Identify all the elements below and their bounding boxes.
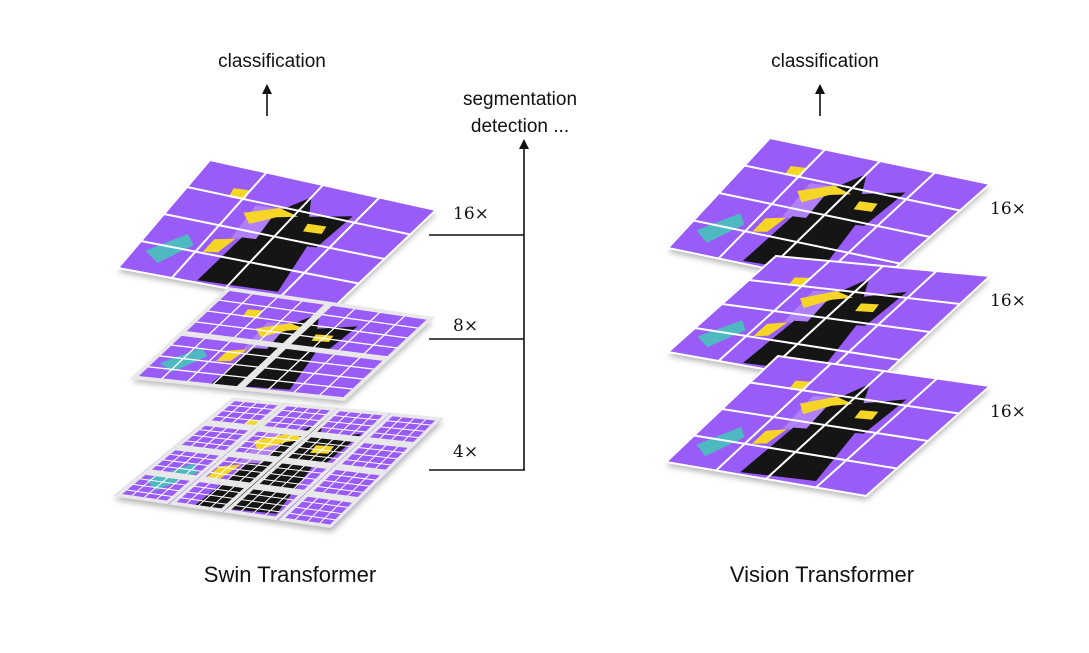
vit-title: Vision Transformer: [729, 562, 915, 587]
swin-layer-16x: [117, 159, 437, 309]
swin-scale-8x: 8×: [453, 316, 479, 336]
swin-dense-arrow: [519, 139, 529, 470]
segmentation-label: segmentation: [462, 89, 578, 110]
swin-classification-arrow: [262, 84, 272, 116]
vit-layer-middle: [667, 255, 991, 389]
swin-scale-4x: 4×: [453, 442, 479, 462]
vit-layer-bottom: [665, 355, 991, 497]
vit-scale-middle: 16×: [990, 291, 1026, 311]
detection-label: detection ...: [470, 116, 570, 137]
swin-feature-connectors: [429, 234, 525, 471]
swin-classification-label: classification: [218, 51, 326, 72]
swin-scale-16x: 16×: [453, 204, 489, 224]
vit-classification-label: classification: [771, 51, 879, 72]
vit-scale-bottom: 16×: [990, 402, 1026, 422]
vit-scale-top: 16×: [990, 199, 1026, 219]
connector-lines: [262, 84, 825, 471]
swin-dense-output-label: segmentation detection ...: [463, 86, 577, 140]
swin-layer-4x: [113, 397, 443, 529]
swin-title: Swin Transformer: [203, 562, 377, 587]
swin-layer-8x: [130, 286, 435, 402]
vit-classification-arrow: [815, 84, 825, 116]
